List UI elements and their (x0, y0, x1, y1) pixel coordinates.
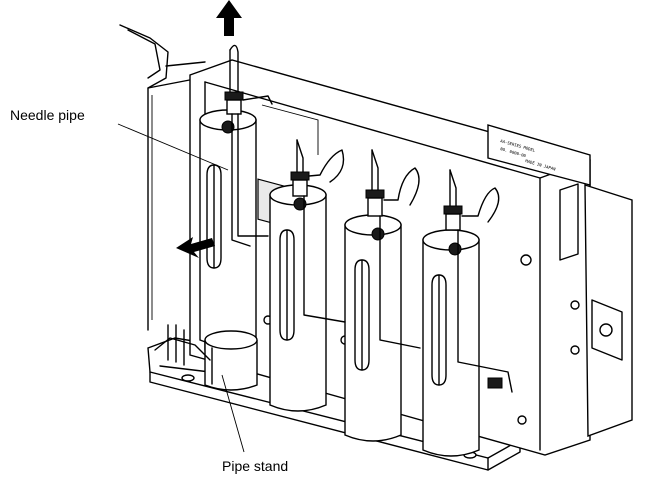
needle-pipe-leader (117, 123, 229, 171)
left-cabinet (119, 24, 206, 331)
reservoir-3 (344, 214, 402, 442)
label-plate: AA-SERIES MODEL NO. 0000-00 MADE IN JAPA… (487, 124, 591, 186)
reservoir-1 (199, 109, 257, 347)
needle-pipe-label: Needle pipe (10, 107, 85, 123)
left-arrow (176, 237, 215, 258)
reservoir-2 (269, 184, 327, 412)
side-bracket (263, 184, 633, 437)
needle-pipes (154, 44, 513, 393)
up-arrow (216, 0, 242, 36)
pipe-stand-leader (221, 374, 245, 453)
callout-leaders (117, 123, 245, 453)
reservoir-4 (422, 229, 480, 457)
pipe-stand (204, 330, 258, 391)
pipe-stand-label: Pipe stand (222, 458, 288, 474)
motion-arrows (176, 0, 242, 258)
